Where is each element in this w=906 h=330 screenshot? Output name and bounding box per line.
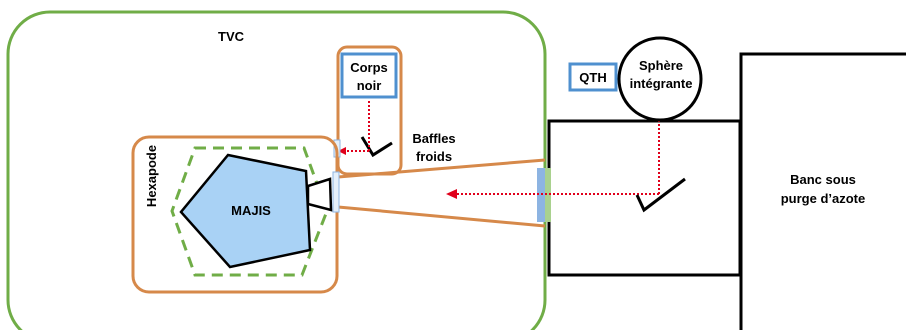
sphere-label-2: intégrante <box>630 76 693 91</box>
hexapode-label: Hexapode <box>144 145 159 207</box>
corps-noir-beam-arrowhead <box>338 147 346 155</box>
corps-noir-mirror <box>360 136 393 158</box>
baffles-label-1: Baffles <box>412 131 455 146</box>
hexapode-enclosure <box>131 135 339 294</box>
banc-label-2: purge d’azote <box>781 191 866 206</box>
majis-label: MAJIS <box>231 203 271 218</box>
majis-instrument <box>179 153 312 269</box>
baffle-upper <box>337 158 546 179</box>
main-beam-arrowhead <box>446 189 457 199</box>
baffle-lower <box>337 205 546 228</box>
sphere-integrante <box>617 36 703 122</box>
qth-label: QTH <box>579 70 606 85</box>
qth-lamp-box <box>568 62 618 92</box>
sphere-label-1: Sphère <box>639 58 683 73</box>
majis-optics <box>306 177 333 212</box>
corps-noir-label-2: noir <box>357 78 382 93</box>
banc-sous-purge <box>739 52 906 330</box>
tvc-label: TVC <box>218 29 245 44</box>
separation-wall <box>547 119 742 277</box>
chamber-window-green <box>545 168 551 222</box>
corps-noir-box <box>340 52 398 99</box>
fold-mirror <box>635 177 686 213</box>
hexapode-dashed-hexagon <box>170 146 329 277</box>
baffles-label-2: froids <box>416 149 452 164</box>
majis-entrance-window <box>332 171 340 213</box>
corps-noir-label-1: Corps <box>350 60 388 75</box>
banc-label-1: Banc sous <box>790 172 856 187</box>
